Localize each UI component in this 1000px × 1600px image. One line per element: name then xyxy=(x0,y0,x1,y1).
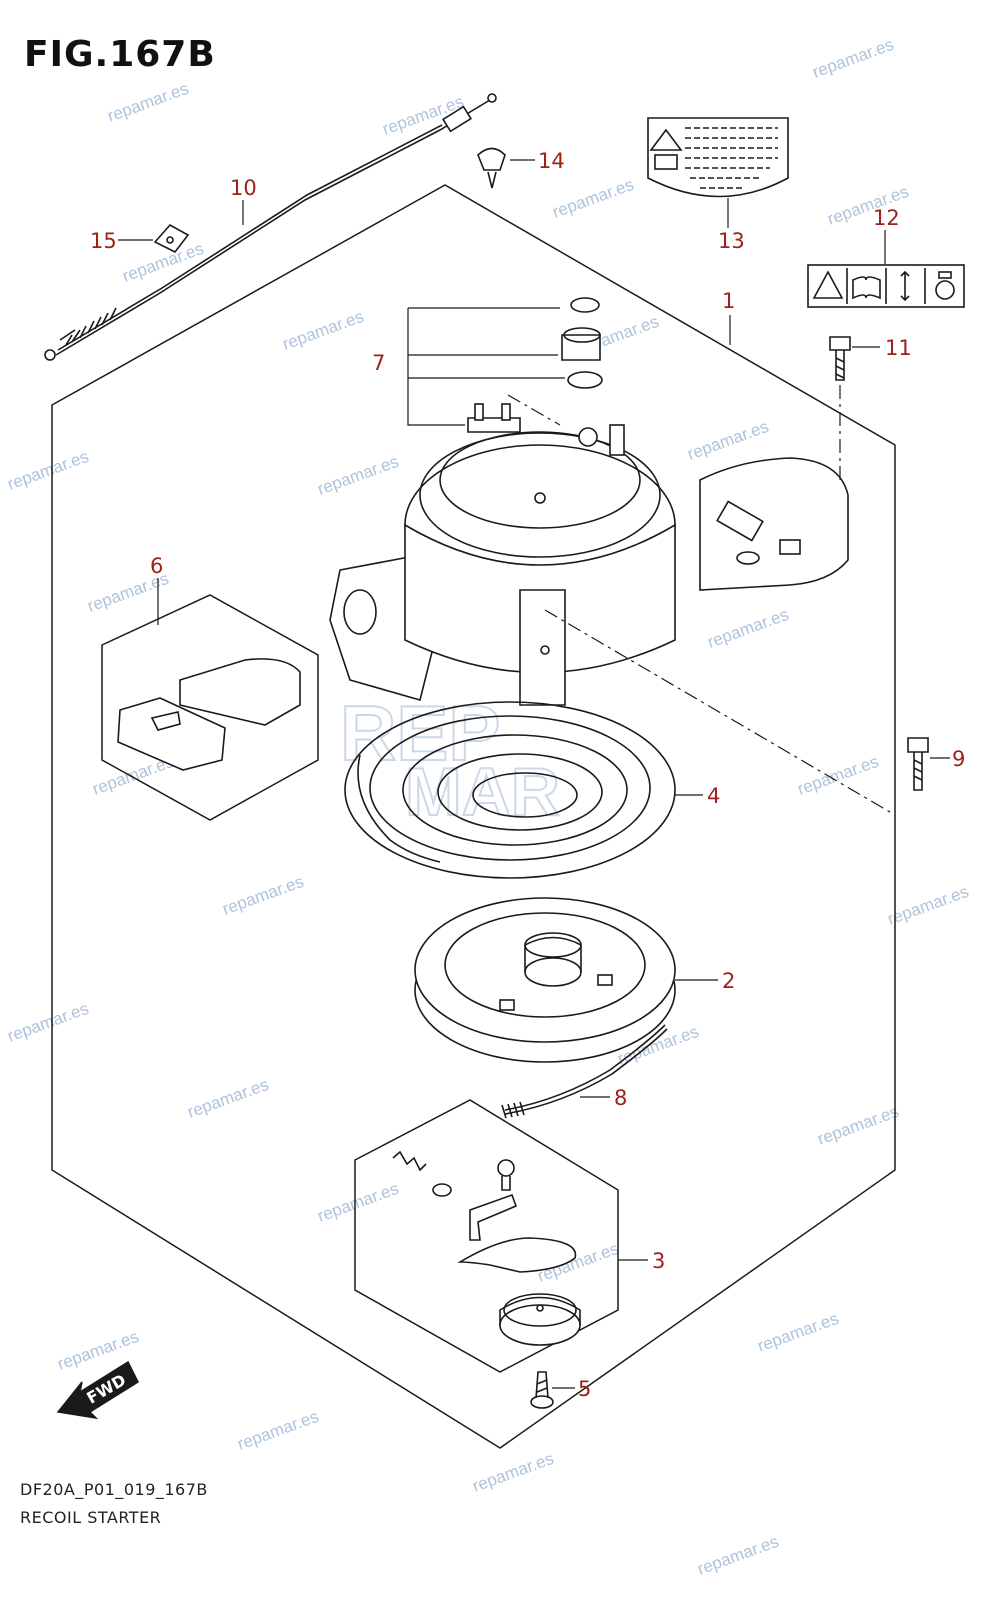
watermark: repamar.es xyxy=(815,1102,901,1149)
pictogram-label xyxy=(807,264,965,308)
watermark: repamar.es xyxy=(185,1075,271,1122)
starter-lock-parts xyxy=(407,297,603,433)
figure-name: RECOIL STARTER xyxy=(20,1508,162,1527)
callout-4: 4 xyxy=(707,784,720,808)
caution-label xyxy=(647,117,789,198)
callout-8: 8 xyxy=(614,1086,627,1110)
watermark: repamar.es xyxy=(315,1179,401,1226)
watermark: repamar.es xyxy=(535,1239,621,1286)
callout-1: 1 xyxy=(722,289,735,313)
callout-6: 6 xyxy=(150,554,163,578)
callout-13: 13 xyxy=(718,229,745,253)
leader-lines xyxy=(118,159,950,1389)
figure-code: DF20A_P01_019_167B xyxy=(20,1480,208,1499)
assembly-frame xyxy=(51,184,896,1449)
recoil-starter-housing xyxy=(329,424,849,706)
callout-3: 3 xyxy=(652,1249,665,1273)
callout-12: 12 xyxy=(873,206,900,230)
figure-title: FIG.167B xyxy=(24,34,216,75)
starter-lock-cable xyxy=(44,93,497,361)
watermark: repamar.es xyxy=(755,1309,841,1356)
callout-9: 9 xyxy=(952,747,965,771)
watermark: repamar.es xyxy=(5,447,91,494)
starter-rope xyxy=(501,1024,668,1119)
callout-5: 5 xyxy=(578,1377,591,1401)
watermark: repamar.es xyxy=(5,999,91,1046)
callout-7: 7 xyxy=(372,351,385,375)
watermark: repamar.es xyxy=(550,175,636,222)
watermark: repamar.es xyxy=(470,1449,556,1496)
watermark: repamar.es xyxy=(105,79,191,126)
watermark: repamar.es xyxy=(315,452,401,499)
callout-2: 2 xyxy=(722,969,735,993)
bolt-11 xyxy=(829,336,851,381)
recoil-spring xyxy=(344,701,676,879)
watermark: repamar.es xyxy=(220,872,306,919)
watermark: repamar.es xyxy=(705,605,791,652)
callout-10: 10 xyxy=(230,176,257,200)
watermark: repamar.es xyxy=(885,882,971,929)
screw-5 xyxy=(530,1371,554,1409)
ratchet-kit-parts xyxy=(392,1150,581,1346)
callout-15: 15 xyxy=(90,229,117,253)
svg-text:MAR: MAR xyxy=(405,754,560,830)
handle-group-frame xyxy=(101,594,319,821)
phantom-line-cable xyxy=(507,394,561,426)
watermark: repamar.es xyxy=(810,35,896,82)
bolt-9 xyxy=(907,737,929,791)
ratchet-kit-frame xyxy=(354,1099,619,1373)
watermark: repamar.es xyxy=(280,307,366,354)
watermark: repamar.es xyxy=(685,417,771,464)
clip xyxy=(477,147,506,189)
callout-14: 14 xyxy=(538,149,565,173)
phantom-line-bolt-9 xyxy=(544,609,896,816)
callout-numbers: 1 2 3 4 5 6 7 8 9 10 11 12 13 14 15 xyxy=(90,149,965,1401)
starter-reel xyxy=(414,897,676,1063)
watermark: repamar.es xyxy=(235,1407,321,1454)
watermark: repamar.es xyxy=(795,752,881,799)
watermark: repamar.es xyxy=(695,1532,781,1579)
callout-11: 11 xyxy=(885,336,912,360)
cable-clamp xyxy=(153,223,190,254)
starter-handle xyxy=(117,658,301,771)
repamar-logo-watermark: REP MAR xyxy=(339,688,561,831)
